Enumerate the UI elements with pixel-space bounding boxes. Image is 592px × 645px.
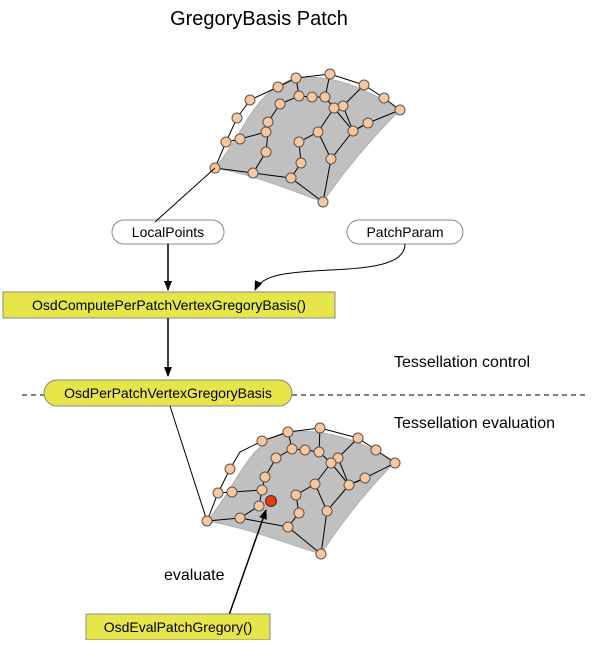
control-point xyxy=(325,457,337,469)
control-point xyxy=(260,126,272,138)
compute-function-box: OsdComputePerPatchVertexGregoryBasis() xyxy=(2,291,336,319)
patch-param-node: PatchParam xyxy=(346,219,464,245)
control-point xyxy=(272,81,284,93)
control-point xyxy=(362,117,374,129)
control-point xyxy=(244,94,256,106)
control-point xyxy=(231,112,243,124)
control-point xyxy=(226,486,238,498)
control-point xyxy=(270,452,282,464)
control-point xyxy=(286,443,298,455)
vertex-to-patch-line xyxy=(169,405,208,522)
control-point xyxy=(247,167,259,179)
control-point xyxy=(359,472,371,484)
control-point xyxy=(306,91,318,103)
control-point xyxy=(285,172,297,184)
local-points-node: LocalPoints xyxy=(111,219,225,245)
control-point xyxy=(212,487,224,499)
control-point xyxy=(309,478,321,490)
evaluated-point xyxy=(265,495,277,507)
control-point xyxy=(314,422,326,434)
local-points-label: LocalPoints xyxy=(132,224,204,240)
control-point xyxy=(313,446,325,458)
compute-function-label: OsdComputePerPatchVertexGregoryBasis() xyxy=(32,297,306,313)
bottom-control-points xyxy=(201,422,401,560)
control-point xyxy=(358,79,370,91)
control-point xyxy=(290,72,302,84)
patchparam-arrow xyxy=(254,243,406,291)
control-point xyxy=(234,133,246,145)
control-point xyxy=(256,435,268,447)
control-point xyxy=(224,463,236,475)
control-point xyxy=(290,489,302,501)
control-point xyxy=(201,515,213,527)
control-point xyxy=(274,98,286,110)
control-point xyxy=(394,104,406,116)
eval-function-label: OsdEvalPatchGregory() xyxy=(104,619,253,635)
top-control-points xyxy=(209,68,406,208)
top-gregory-patch xyxy=(209,68,406,208)
control-point xyxy=(262,116,274,128)
control-point xyxy=(325,153,337,165)
control-point xyxy=(293,507,305,519)
evaluate-label: evaluate xyxy=(164,567,225,584)
control-point xyxy=(337,100,349,112)
bottom-gregory-patch xyxy=(201,422,401,560)
control-point xyxy=(293,90,305,102)
patch-param-label: PatchParam xyxy=(366,224,443,240)
patch-to-localpoints-line xyxy=(154,167,216,223)
control-point xyxy=(259,471,271,483)
control-point xyxy=(319,91,331,103)
evaluate-arrow xyxy=(227,509,267,619)
control-point xyxy=(317,196,329,208)
control-point xyxy=(315,548,327,560)
control-point xyxy=(378,92,390,104)
control-point xyxy=(220,136,232,148)
control-point xyxy=(295,157,307,169)
diagram-title: GregoryBasis Patch xyxy=(170,8,348,30)
control-point xyxy=(343,479,355,491)
control-point xyxy=(299,444,311,456)
tessellation-evaluation-label: Tessellation evaluation xyxy=(394,415,555,432)
eval-function-box: OsdEvalPatchGregory() xyxy=(85,613,271,641)
control-point xyxy=(328,102,340,114)
control-point xyxy=(282,521,294,533)
control-point xyxy=(347,125,359,137)
per-patch-vertex-node: OsdPerPatchVertexGregoryBasis xyxy=(43,379,293,407)
control-point xyxy=(312,126,324,138)
control-point xyxy=(389,457,401,469)
control-point xyxy=(256,484,268,496)
control-point xyxy=(260,146,272,158)
per-patch-vertex-label: OsdPerPatchVertexGregoryBasis xyxy=(64,385,272,401)
control-point xyxy=(321,505,333,517)
control-point xyxy=(352,432,364,444)
control-point xyxy=(253,500,265,512)
control-point xyxy=(324,68,336,80)
control-point xyxy=(234,512,246,524)
control-point xyxy=(370,444,382,456)
control-point xyxy=(282,426,294,438)
control-point xyxy=(293,136,305,148)
tessellation-control-label: Tessellation control xyxy=(394,354,530,371)
